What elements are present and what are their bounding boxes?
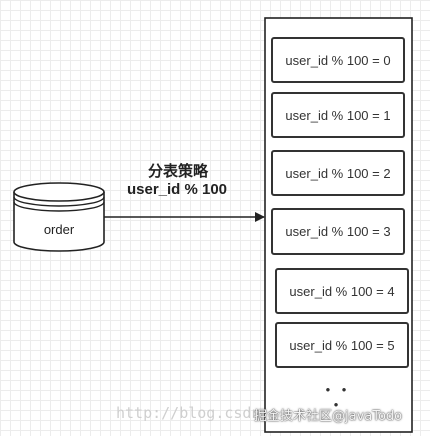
more-tables-ellipsis: • • • (325, 382, 351, 412)
strategy-formula: user_id % 100 (126, 181, 228, 198)
watermark-url: http://blog.csdn (116, 404, 261, 422)
shard-table-4: user_id % 100 = 4 (275, 268, 409, 314)
shard-table-5: user_id % 100 = 5 (275, 322, 409, 368)
strategy-title: 分表策略 (147, 162, 208, 180)
database-label: order (43, 222, 75, 237)
shard-table-3: user_id % 100 = 3 (271, 208, 405, 255)
watermark-brand: 掘金技术社区@javaTodo (254, 409, 403, 424)
shard-table-2: user_id % 100 = 2 (271, 150, 405, 196)
shard-table-0: user_id % 100 = 0 (271, 37, 405, 83)
database-cylinder (13, 182, 105, 252)
shard-table-1: user_id % 100 = 1 (271, 92, 405, 138)
